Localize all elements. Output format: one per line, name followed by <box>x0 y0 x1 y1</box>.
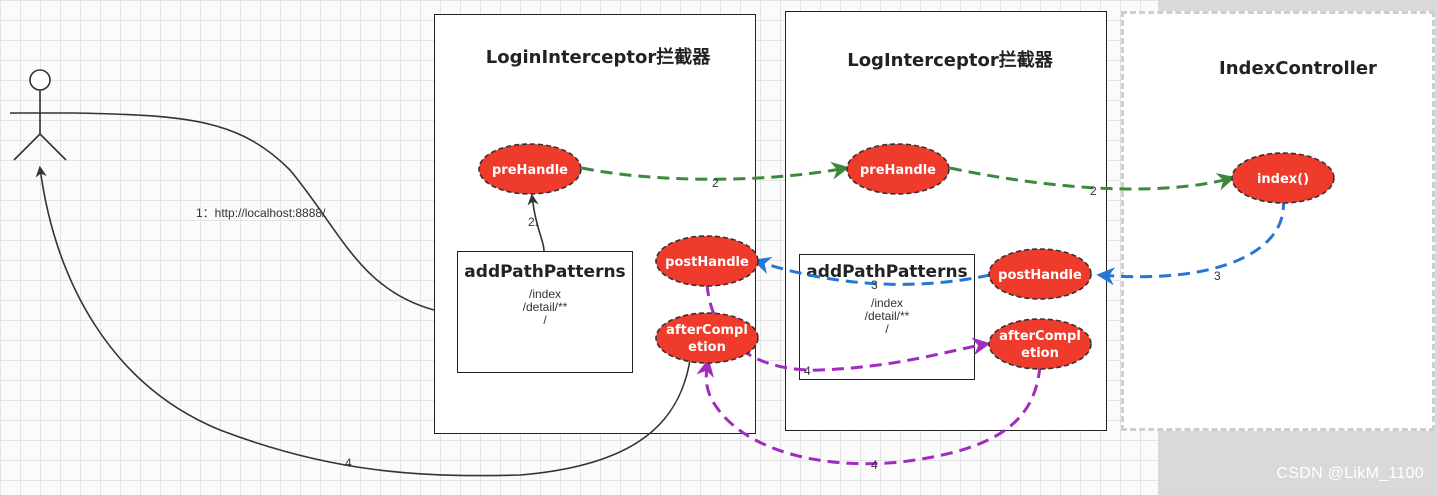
aftercompletion-edge-1-label: 4 <box>804 364 811 378</box>
log-path-patterns-box: addPathPatterns /index /detail/** / <box>799 254 975 380</box>
pattern-check-edge <box>527 193 545 252</box>
prehandle-edge-1 <box>581 161 850 181</box>
node-label: preHandle <box>860 163 936 178</box>
node-label: preHandle <box>492 163 568 178</box>
node-label: postHandle <box>665 255 749 270</box>
pattern-root: / <box>885 322 889 336</box>
prehandle-edge-1-label: 2 <box>712 176 719 190</box>
log-posthandle-node: postHandle <box>988 248 1092 300</box>
posthandle-edge-2-label: 3 <box>871 278 878 292</box>
watermark: CSDN @LikM_1100 <box>1276 465 1424 482</box>
request-edge <box>71 112 435 311</box>
node-label: afterCompl <box>666 323 748 338</box>
log-prehandle-node: preHandle <box>846 143 950 195</box>
pattern-detail: /detail/** <box>864 309 910 323</box>
login-path-patterns-box: addPathPatterns /index /detail/** / <box>457 251 633 373</box>
response-edge <box>35 165 691 477</box>
path-patterns-title: addPathPatterns <box>464 262 626 282</box>
prehandle-edge-2-label: 2 <box>1090 184 1097 198</box>
posthandle-edge-1-label: 3 <box>1214 269 1221 283</box>
aftercompletion-edge-2 <box>696 358 1042 466</box>
response-edge-label: 4 <box>345 456 352 470</box>
aftercompletion-edge-1 <box>705 283 991 372</box>
login-interceptor-title: LoginInterceptor拦截器 <box>485 47 711 68</box>
login-prehandle-node: preHandle <box>478 143 582 195</box>
user-actor-icon <box>10 69 72 161</box>
aftercompletion-edge-2-label: 4 <box>871 458 878 472</box>
login-posthandle-node: postHandle <box>655 235 759 287</box>
posthandle-edge-2 <box>752 256 991 286</box>
node-label: etion <box>1021 346 1059 361</box>
index-method-node: index() <box>1231 152 1335 204</box>
index-controller-title: IndexController <box>1219 58 1377 79</box>
node-label: index() <box>1257 172 1309 187</box>
pattern-root: / <box>543 313 547 327</box>
prehandle-edge-2 <box>949 166 1236 191</box>
node-label: etion <box>688 340 726 355</box>
posthandle-edge-1 <box>1096 197 1285 286</box>
path-patterns-title: addPathPatterns <box>806 262 968 282</box>
request-edge-label: 1：http://localhost:8888/ <box>196 206 326 220</box>
pattern-index: /index <box>528 287 562 301</box>
pattern-detail: /detail/** <box>522 300 568 314</box>
pattern-index: /index <box>870 296 904 310</box>
node-label: afterCompl <box>999 329 1081 344</box>
log-aftercompletion-node: afterCompl etion <box>988 318 1092 370</box>
node-label: postHandle <box>998 268 1082 283</box>
index-controller-box: IndexController <box>1121 11 1435 431</box>
login-aftercompletion-node: afterCompl etion <box>655 312 759 364</box>
log-interceptor-title: LogInterceptor拦截器 <box>847 50 1053 71</box>
pattern-check-edge-label: 2: <box>528 215 538 229</box>
